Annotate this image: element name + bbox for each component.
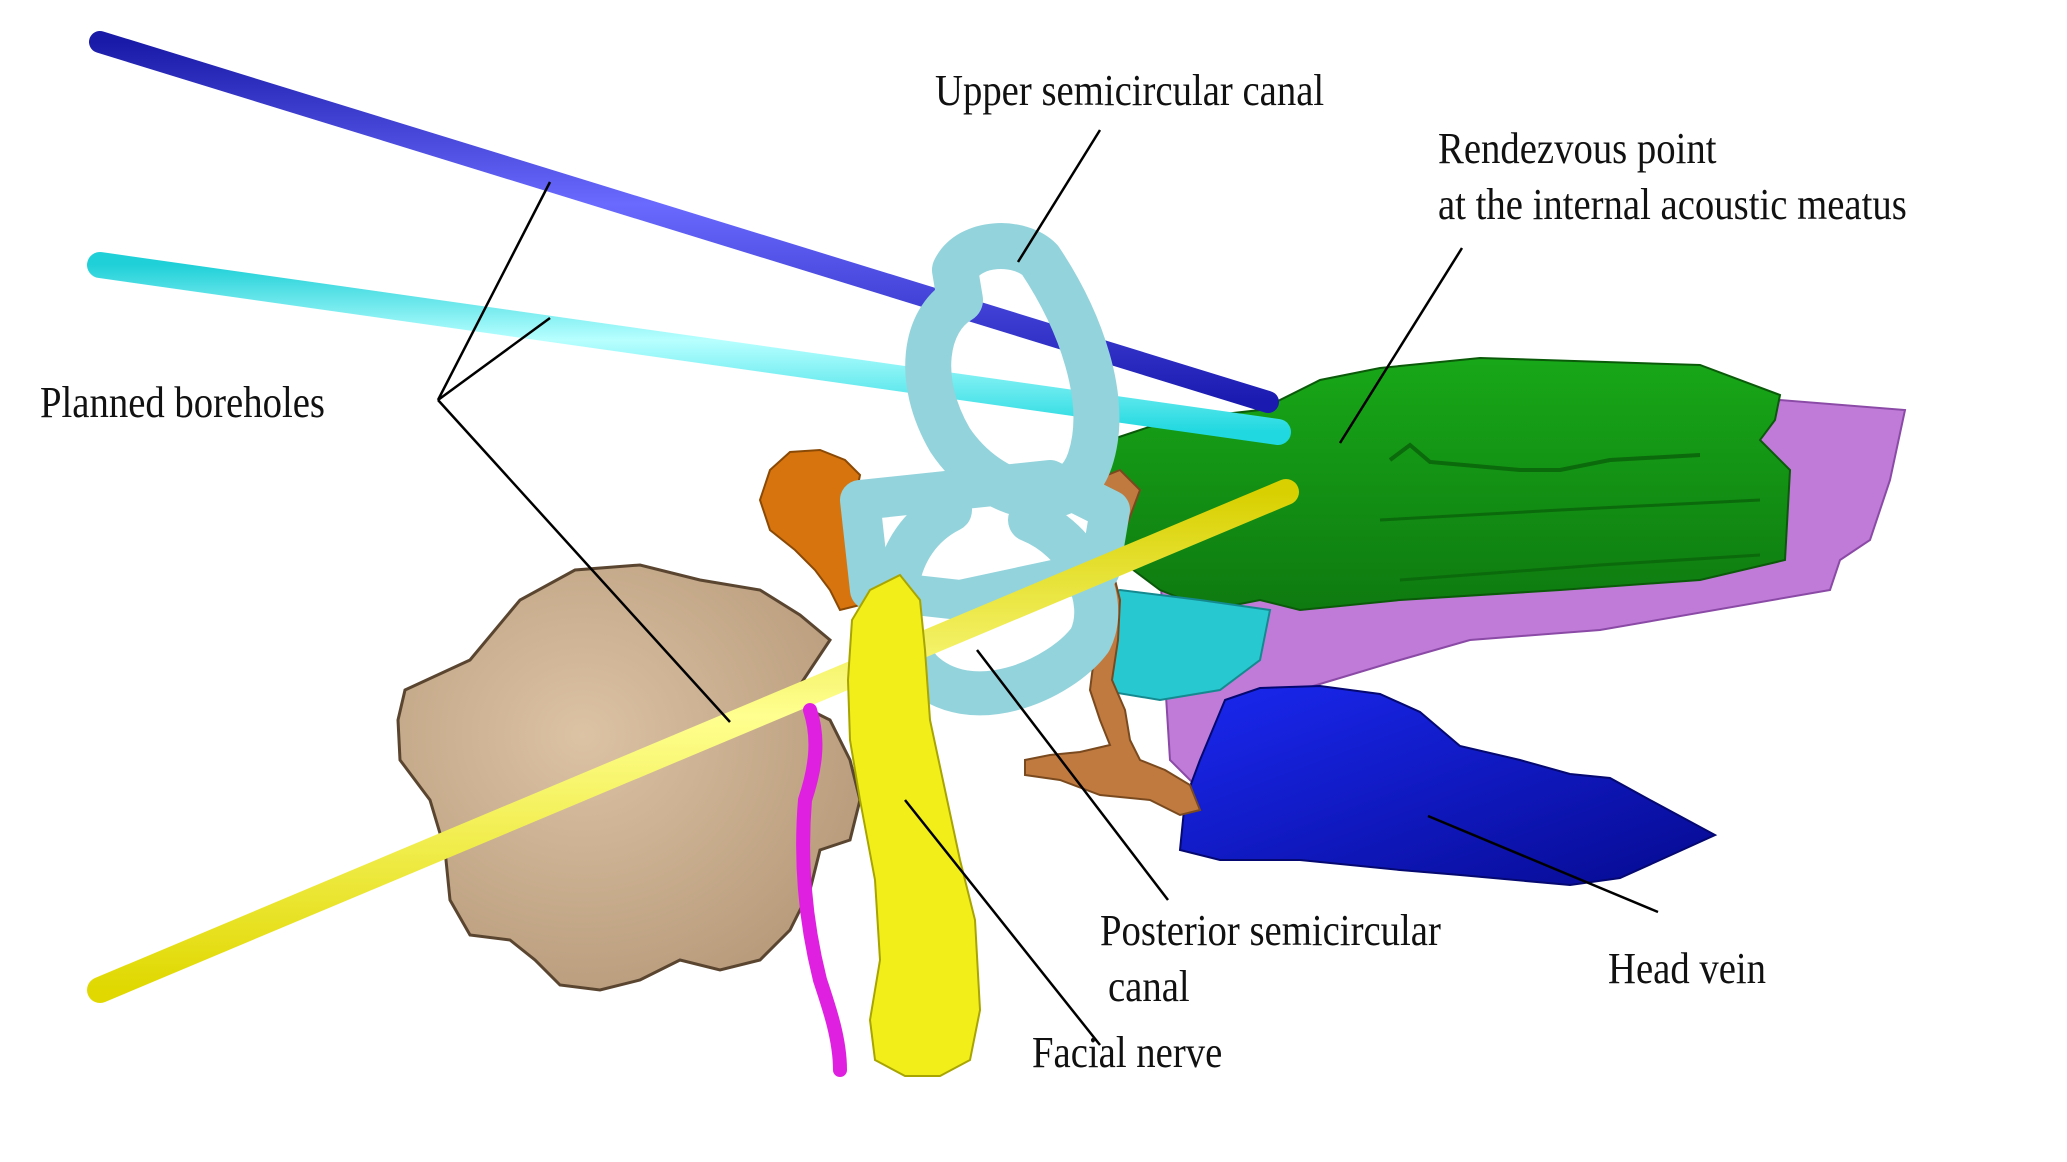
label-rendezvous-line1: Rendezvous point [1438, 124, 1717, 173]
leader-head-vein [1427, 814, 1659, 914]
facial-nerve-structure [846, 573, 982, 1077]
leader-borehole-yellow [437, 399, 731, 723]
borehole-yellow-rod [87, 479, 1299, 1003]
meatus-ridge [1399, 553, 1761, 582]
meatus-ridge [1388, 442, 1701, 472]
meatus-ridge [1379, 498, 1761, 522]
label-upper-semicircular-canal: Upper semicircular canal [935, 66, 1325, 115]
label-head-vein: Head vein [1608, 944, 1767, 993]
label-posterior-line2: canal [1108, 962, 1190, 1011]
internal-acoustic-meatus [1098, 356, 1792, 612]
leader-lines [436, 129, 1659, 1046]
leader-borehole-cyan [437, 316, 551, 402]
leader-rendezvous [1338, 247, 1464, 444]
upper-semicircular-canal [905, 223, 1120, 520]
leader-posterior-canal [976, 649, 1169, 901]
leader-facial-nerve [904, 799, 1101, 1046]
leader-upper-canal [1016, 129, 1102, 263]
leader-borehole-blue [436, 181, 552, 401]
head-vein-structure [1178, 684, 1718, 887]
label-facial-nerve: Facial nerve [1032, 1028, 1223, 1077]
label-rendezvous-line2: at the internal acoustic meatus [1438, 180, 1907, 229]
label-planned-boreholes: Planned boreholes [40, 378, 325, 427]
chorda-tympani [796, 703, 847, 1077]
label-posterior-line1: Posterior semicircular [1100, 906, 1441, 955]
